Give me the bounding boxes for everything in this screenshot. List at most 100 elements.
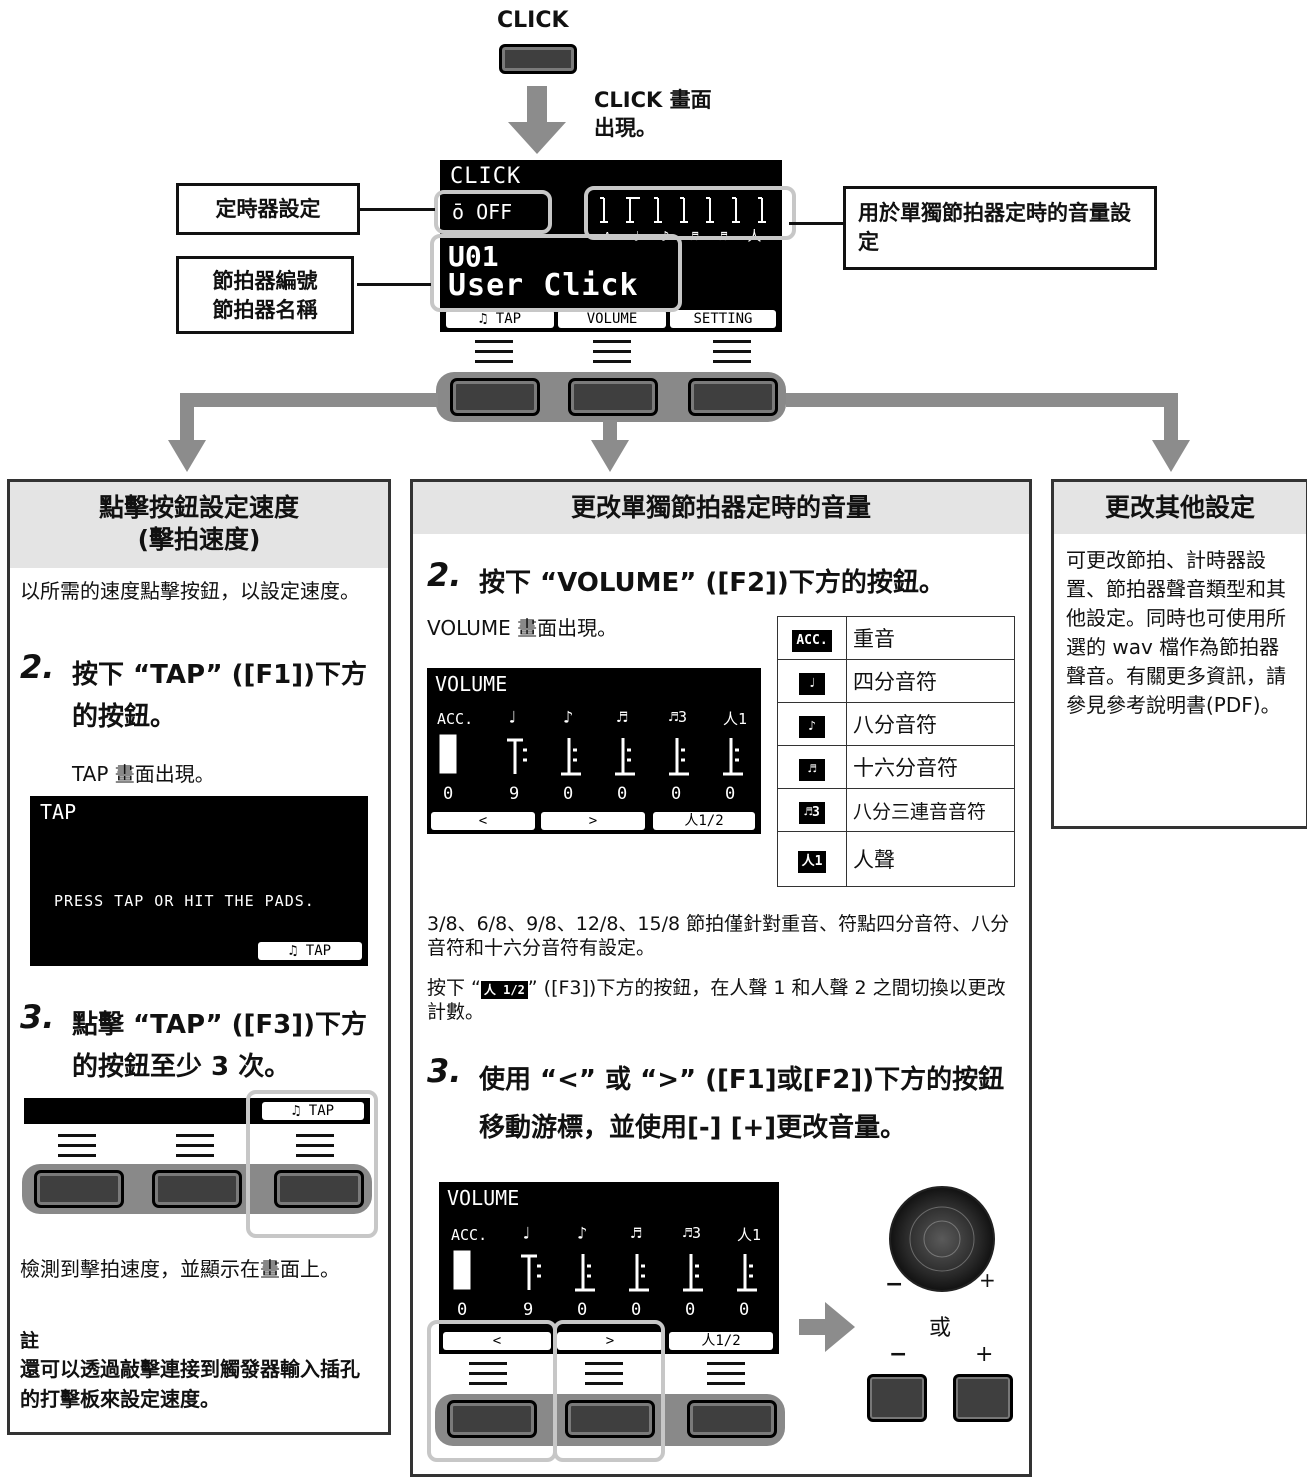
vol2-header-4: ♬3 [683, 1224, 702, 1242]
legend-name: 八分三連音音符 [846, 788, 1015, 832]
minus-button[interactable] [867, 1374, 927, 1422]
vol2-f3-marker-icon [707, 1362, 745, 1388]
f1-marker-icon [475, 340, 513, 366]
lcd-timer: ō OFF [452, 200, 513, 224]
eighth-note-icon: ♪ [799, 715, 825, 738]
accent-icon: ACC. [792, 629, 832, 652]
legend-name: 人聲 [846, 831, 1015, 887]
vol2-sliders [453, 1250, 757, 1292]
vol2-value-0: 0 [457, 1300, 468, 1320]
f2-marker-icon [593, 340, 631, 366]
tap-lcd-softkey: ♫ TAP [258, 942, 362, 960]
legend-row: ♪ 八分音符 [777, 702, 1015, 746]
volume-lcd-screen-2: VOLUME ACC. ♩ ♪ ♬ ♬3 人1 0 9 0 0 0 0 < > … [439, 1182, 779, 1354]
click-button[interactable] [499, 44, 577, 74]
tap-f1-marker-icon [58, 1134, 96, 1160]
vol2-softkey-right: > [557, 1332, 663, 1350]
legend-name: 八分音符 [846, 702, 1015, 746]
vol2-softkey-voice: 人1/2 [669, 1332, 773, 1350]
softkey-tap: ♫ TAP [446, 310, 554, 328]
tap-lcd-title: TAP [40, 800, 77, 824]
dial-plus-label: + [979, 1268, 996, 1292]
tap-f1-button[interactable] [34, 1170, 124, 1208]
vol2-f2-marker-icon [585, 1362, 623, 1388]
legend-name: 四分音符 [846, 659, 1015, 703]
plus-button[interactable] [953, 1374, 1013, 1422]
other-panel-title: 更改其他設定 [1104, 493, 1255, 522]
timer-setting-callout: 定時器設定 [176, 183, 360, 235]
tap-f2-marker-icon [176, 1134, 214, 1160]
right-connector [786, 393, 1178, 407]
tap-lcd-message: PRESS TAP OR HIT THE PADS. [54, 892, 315, 910]
quarter-note-icon: ♩ [799, 672, 825, 695]
vol-note2-post: ” ([F3])下方的按鈕，在人聲 1 和人聲 2 之間切換以更改計數。 [427, 977, 1006, 1023]
voice-icon: 人1 [797, 850, 827, 873]
button-plus-label: + [975, 1342, 994, 1367]
metronome-number-label: 節拍器編號 [212, 269, 318, 293]
vol-appears-text: VOLUME 畫面出現。 [427, 616, 618, 640]
tap-step3-text: 點擊 “TAP” ([F3])下方的按鈕至少 3 次。 [72, 1010, 368, 1082]
vol-step3-number: 3. [427, 1052, 462, 1090]
vol-value-0: 0 [443, 784, 454, 804]
click-screen-note: CLICK 畫面 出現。 [594, 86, 712, 142]
dial-minus-label: − [885, 1272, 904, 1297]
f3-button[interactable] [688, 378, 778, 416]
data-dial-icon[interactable] [887, 1184, 997, 1294]
middle-arrow-head-icon [591, 440, 629, 472]
tap-appears-text: TAP 畫面出現。 [72, 762, 215, 786]
vol-softkey-left: < [431, 812, 535, 830]
tap-lcd-screen: TAP PRESS TAP OR HIT THE PADS. ♫ TAP [30, 796, 368, 966]
vol-note2: 按下 “人 1/2” ([F3])下方的按鈕，在人聲 1 和人聲 2 之間切換以… [427, 976, 1017, 1024]
tap-panel-header: 點擊按鈕設定速度 (擊拍速度) [10, 482, 388, 568]
other-panel-text: 可更改節拍、計時器設置、節拍器聲音類型和其他設定。同時也可使用所選的 wav 檔… [1066, 548, 1286, 717]
vol2-value-3: 0 [631, 1300, 642, 1320]
other-panel-header: 更改其他設定 [1054, 482, 1306, 534]
vol-step3-text: 使用 “<” 或 “>” ([F1]或[F2])下方的按鈕移動游標，並使用[-]… [479, 1065, 1005, 1143]
vol-header-0: ACC. [437, 710, 474, 728]
f1-button[interactable] [450, 378, 540, 416]
vol2-f2-button[interactable] [565, 1400, 655, 1438]
vol-step2-text: 按下 “VOLUME” ([F2])下方的按鈕。 [479, 568, 945, 598]
tap-detected-text: 檢測到擊拍速度，並顯示在畫面上。 [20, 1257, 340, 1281]
vol2-header-1: ♩ [521, 1224, 532, 1244]
softkey-setting: SETTING [670, 310, 776, 328]
lcd-title: CLICK [450, 164, 522, 189]
legend-name: 十六分音符 [846, 745, 1015, 789]
vol-value-4: 0 [671, 784, 682, 804]
tap-intro: 以所需的速度點擊按鈕，以設定速度。 [20, 579, 360, 603]
vol2-f1-button[interactable] [447, 1400, 537, 1438]
tap-panel-title: 點擊按鈕設定速度 [98, 493, 299, 522]
voice-toggle-icon: 人 1/2 [480, 981, 528, 999]
lcd-metronome-number: U01 [448, 240, 499, 273]
vol-note2-pre: 按下 “ [427, 977, 481, 999]
legend-row: ♬十六分音符 [777, 745, 1015, 789]
vol2-value-2: 0 [577, 1300, 588, 1320]
legend-row: 人1 人聲 [777, 831, 1015, 887]
tap-f2-button[interactable] [152, 1170, 242, 1208]
button-minus-label: − [889, 1342, 908, 1367]
tap-step2-text: 按下 “TAP” ([F1])下方的按鈕。 [72, 660, 368, 732]
vol-softkey-voice: 人1/2 [653, 812, 755, 830]
f3-marker-icon [713, 340, 751, 366]
vol-value-3: 0 [617, 784, 628, 804]
vol-lcd-title: VOLUME [435, 672, 508, 696]
vol2-header-5: 人1 [737, 1226, 762, 1244]
metronome-name-label: 節拍器名稱 [212, 298, 318, 322]
triplet-icon: ♬3 [799, 801, 825, 824]
tap-step3-number: 3. [20, 998, 55, 1036]
vol-step2-number: 2. [427, 556, 462, 594]
vol2-softkey-left: < [443, 1332, 551, 1350]
legend-row: ♩ 四分音符 [777, 659, 1015, 703]
volume-setting-callout: 用於單獨節拍器定時的音量設定 [843, 186, 1157, 270]
tap-strip-softkey: ♫ TAP [262, 1102, 364, 1120]
tap-f3-button[interactable] [274, 1170, 364, 1208]
vol2-f3-button[interactable] [687, 1400, 777, 1438]
tap-note-text: 還可以透過敲擊連接到觸發器輸入插孔的打擊板來設定速度。 [20, 1357, 360, 1411]
name-leader-line [357, 283, 431, 286]
tap-step2-number: 2. [20, 648, 55, 686]
f2-button[interactable] [568, 378, 658, 416]
volume-panel-header: 更改單獨節拍器定時的音量 [413, 482, 1029, 534]
volume-lcd-screen: VOLUME ACC. ♩ ♪ ♬ ♬3 人1 0 9 0 0 0 0 < > … [427, 668, 761, 834]
down-arrow-icon [508, 86, 566, 154]
metronome-number-callout: 節拍器編號 節拍器名稱 [176, 256, 354, 334]
